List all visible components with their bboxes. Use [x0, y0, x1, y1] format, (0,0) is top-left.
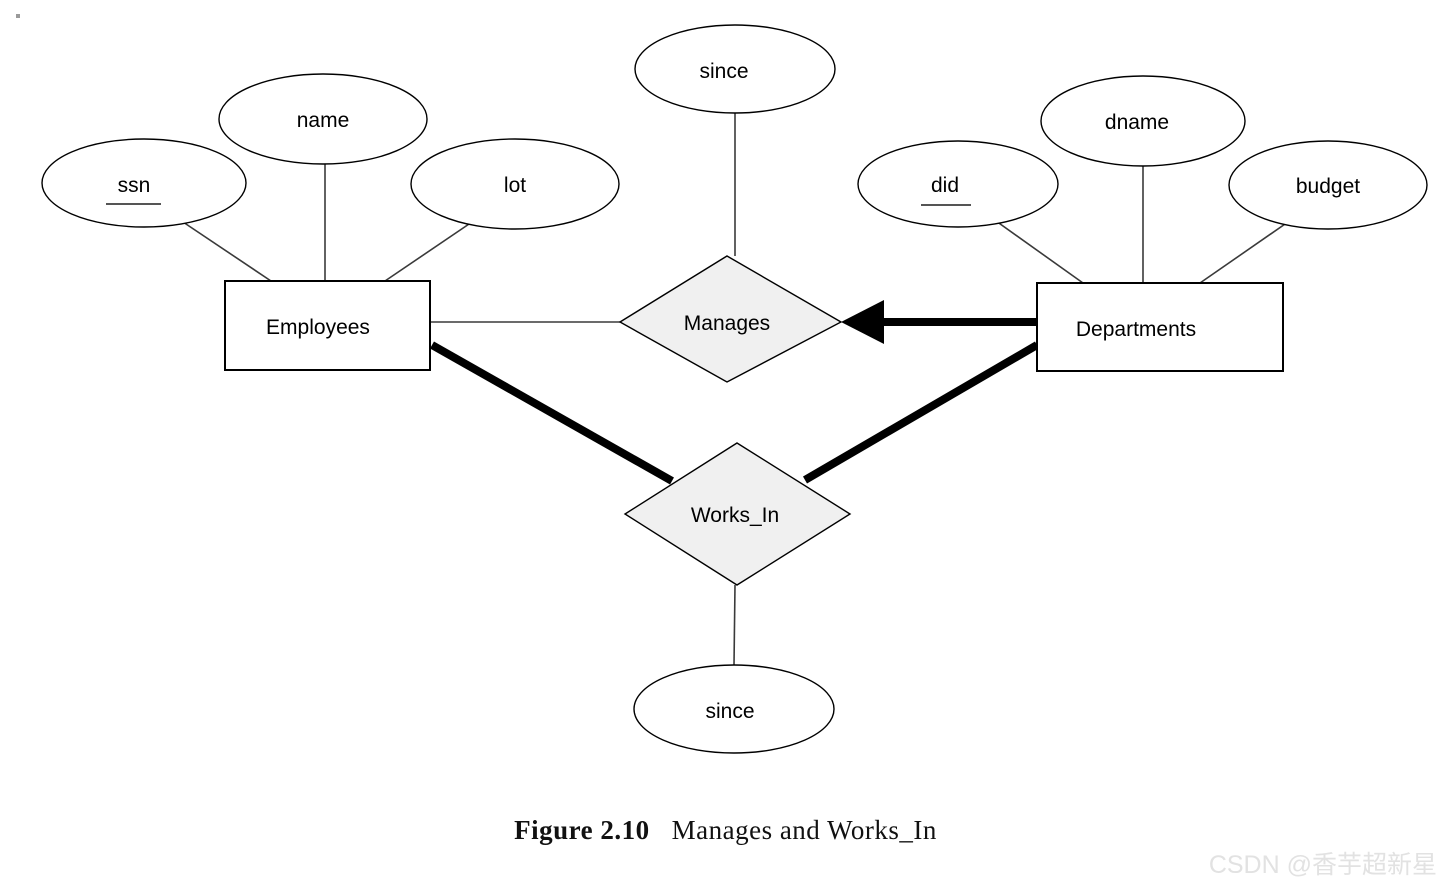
edge-lot-employees [384, 221, 473, 282]
entity-employees[interactable]: Employees [224, 280, 431, 371]
attribute-ellipse [218, 73, 428, 165]
attribute-ellipse [1040, 75, 1246, 167]
attribute-name[interactable]: name [218, 73, 428, 165]
attribute-ssn[interactable]: ssn [41, 138, 247, 228]
relationship-diamond [618, 255, 843, 383]
attribute-lot[interactable]: lot [410, 138, 620, 230]
attribute-label: since [699, 60, 748, 83]
entity-label: Departments [1076, 318, 1196, 341]
attribute-label: name [297, 109, 350, 132]
edge-since-works-in [733, 584, 736, 666]
relationship-label: Works_In [691, 504, 779, 527]
attribute-ellipse [410, 138, 620, 230]
relationship-diamond [623, 442, 852, 586]
scan-speck [16, 14, 20, 18]
arrowhead-icon-manages [841, 300, 884, 344]
relationship-manages[interactable]: Manages [618, 255, 843, 383]
attribute-label: budget [1296, 175, 1360, 198]
attribute-did[interactable]: did [857, 140, 1059, 228]
attribute-label: did [931, 174, 959, 197]
edge-budget-departments [1199, 221, 1289, 284]
attribute-ellipse [857, 140, 1059, 228]
edge-departments-works-in [802, 341, 1040, 484]
edge-ssn-employees [182, 221, 272, 282]
relationship-works-in[interactable]: Works_In [623, 442, 852, 586]
attribute-since-manages[interactable]: since [634, 24, 836, 114]
figure-title: Manages and Works_In [671, 815, 937, 845]
attribute-ellipse [41, 138, 247, 228]
attribute-since-works-in[interactable]: since [633, 664, 835, 754]
edge-did-departments [995, 220, 1084, 284]
attribute-label: ssn [118, 174, 151, 197]
entity-departments[interactable]: Departments [1036, 282, 1284, 372]
watermark: CSDN @香芋超新星 [1208, 851, 1437, 879]
entity-label: Employees [266, 316, 370, 339]
attribute-ellipse [633, 664, 835, 754]
attribute-label: lot [504, 174, 526, 197]
figure-number: Figure 2.10 [514, 815, 650, 845]
relationship-label: Manages [684, 312, 770, 335]
attribute-budget[interactable]: budget [1228, 140, 1428, 230]
figure-caption: Figure 2.10 Manages and Works_In [0, 815, 1451, 846]
attribute-ellipse [1228, 140, 1428, 230]
attribute-ellipse [634, 24, 836, 114]
entity-box [1036, 282, 1284, 372]
attribute-label: dname [1105, 111, 1169, 134]
entity-box [224, 280, 431, 371]
attribute-dname[interactable]: dname [1040, 75, 1246, 167]
edge-employees-works-in [430, 341, 674, 485]
attribute-label: since [705, 700, 754, 723]
